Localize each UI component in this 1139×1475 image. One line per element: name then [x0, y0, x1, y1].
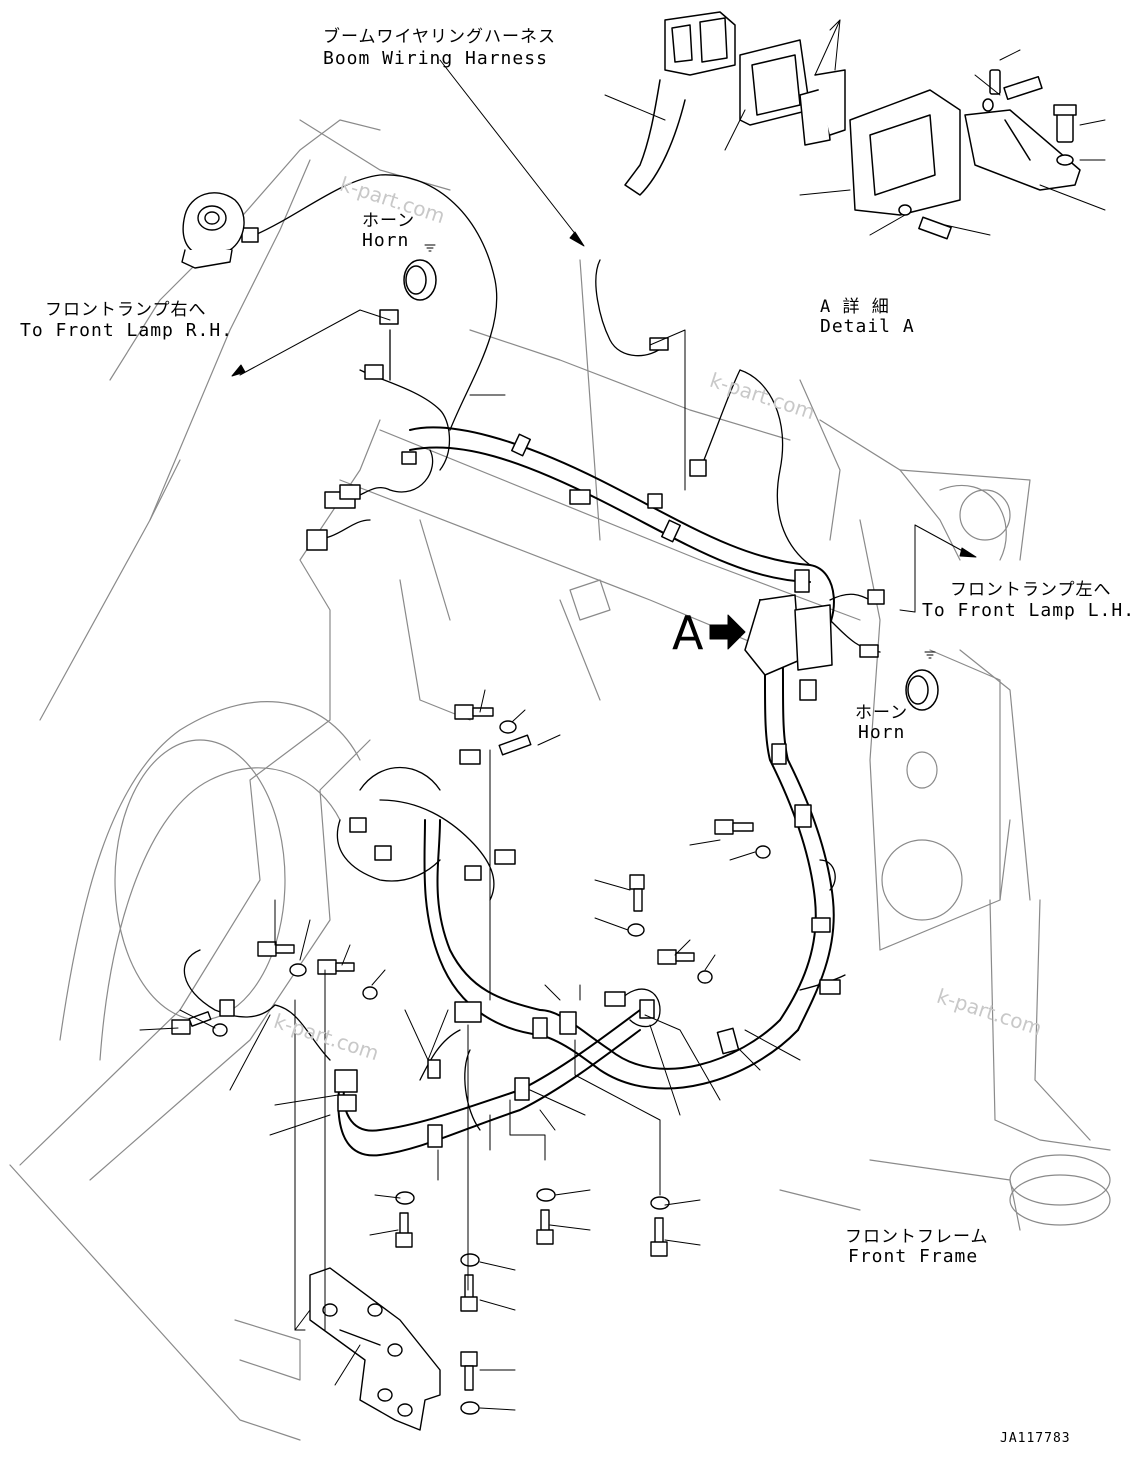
connectors — [219, 227, 885, 1023]
leader-lines — [139, 19, 1106, 1411]
front-lamp-rh-label-jp: フロントランプ右へ — [45, 300, 207, 320]
front-lamp-rh-label-en: To Front Lamp R.H. — [20, 320, 234, 341]
fasteners — [171, 704, 771, 1415]
ground-symbols — [424, 244, 936, 659]
horn-right-label-en: Horn — [858, 722, 906, 743]
horn-top-label-jp: ホーン — [362, 211, 416, 231]
front-lamp-lh-label-jp: フロントランプ左へ — [950, 580, 1112, 600]
horn-parts — [403, 259, 939, 711]
detail-a-label-jp: A 詳 細 — [820, 297, 890, 317]
detail-a-assembly — [744, 594, 833, 701]
left-lamp-bracket — [181, 192, 245, 269]
front-frame-label-jp: フロントフレーム — [845, 1227, 989, 1247]
front-frame-label-en: Front Frame — [848, 1246, 979, 1267]
machine-frame-outline — [9, 119, 1111, 1441]
boom-harness-label-jp: ブームワイヤリングハーネス — [323, 27, 556, 47]
front-lamp-lh-label-en: To Front Lamp L.H. — [922, 600, 1136, 621]
detail-a-label-en: Detail A — [820, 316, 915, 337]
drawing-code: JA117783 — [1000, 1431, 1071, 1446]
main-harness — [337, 426, 835, 1157]
horn-top-label-en: Horn — [362, 230, 410, 251]
bottom-bracket — [309, 1267, 441, 1431]
branch-wires — [183, 174, 881, 1131]
arrow-a-icon — [709, 614, 746, 650]
boom-harness-label-en: Boom Wiring Harness — [323, 48, 548, 69]
harness-clamps — [334, 433, 831, 1148]
horn-right-label-jp: ホーン — [855, 703, 909, 723]
detail-a-parts — [624, 11, 1081, 240]
detail-a-marker: A — [672, 606, 705, 660]
